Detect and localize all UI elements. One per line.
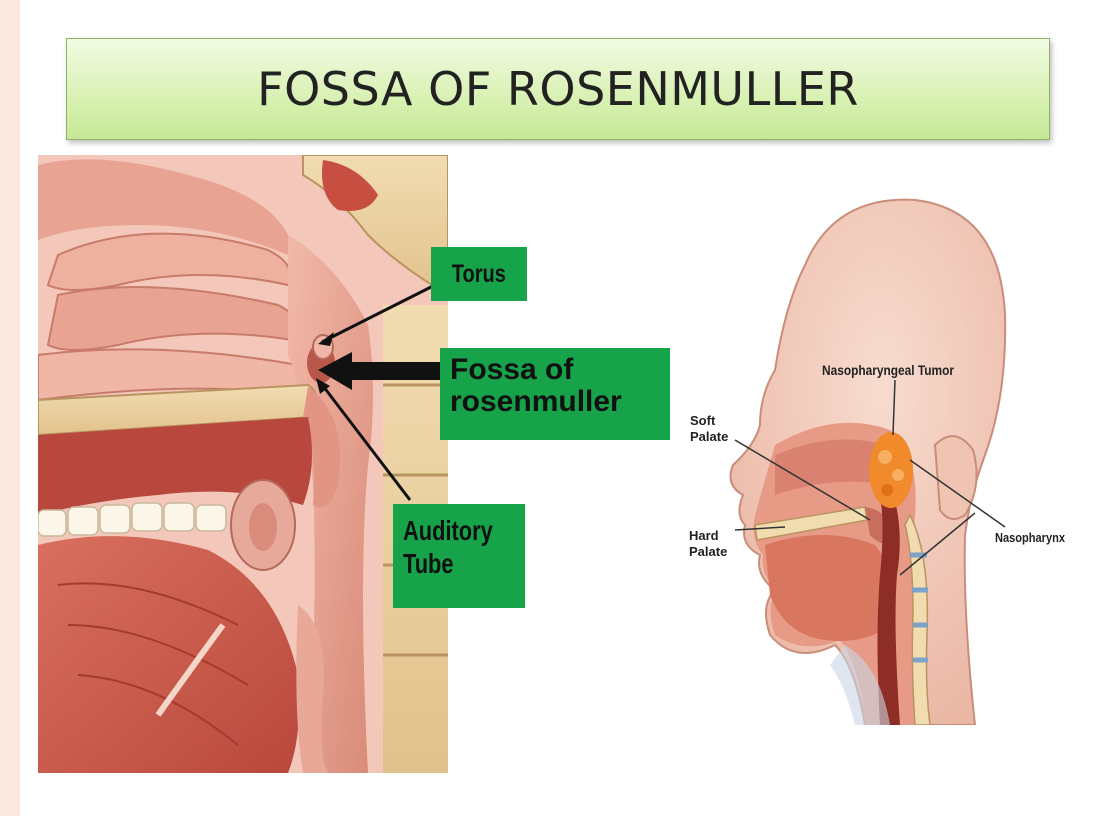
- fossa-label: Fossa of rosenmuller: [440, 348, 670, 440]
- slide-margin: [0, 0, 20, 816]
- hard-palate-line1: Hard: [689, 528, 727, 544]
- auditory-tube-label: Auditory Tube: [393, 504, 525, 608]
- soft-palate-line2: Palate: [690, 429, 728, 445]
- torus-label-text: Torus: [452, 261, 506, 287]
- auditory-label-line1: Auditory: [403, 516, 498, 545]
- tumor-mass: [869, 432, 913, 508]
- torus-label: Torus: [431, 247, 527, 301]
- torus-pointer-head: [318, 332, 334, 346]
- fossa-label-line1: Fossa of: [450, 354, 670, 386]
- fossa-label-line2: rosenmuller: [450, 386, 670, 418]
- torus-pointer-line: [322, 285, 435, 342]
- page-title: FOSSA OF ROSENMULLER: [257, 62, 859, 116]
- fossa-arrow: [318, 352, 440, 390]
- soft-palate-line1: Soft: [690, 413, 728, 429]
- title-banner: FOSSA OF ROSENMULLER: [66, 38, 1050, 140]
- auditory-label-line2: Tube: [403, 549, 498, 578]
- hard-palate-line2: Palate: [689, 544, 727, 560]
- tumor-label: Nasopharyngeal Tumor: [822, 362, 954, 380]
- head-profile-illustration: [715, 195, 1015, 725]
- soft-palate-label: Soft Palate: [690, 413, 728, 446]
- hard-palate-label: Hard Palate: [689, 528, 727, 561]
- auditory-pointer-line: [320, 382, 410, 500]
- nasopharynx-label: Nasopharynx: [995, 530, 1065, 546]
- left-figure-arrows: [300, 270, 460, 520]
